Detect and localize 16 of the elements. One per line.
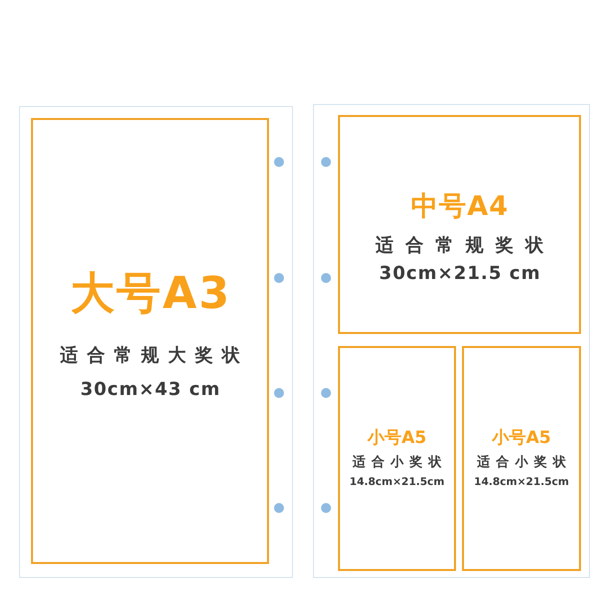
size-heading: 小号A5 [368,428,426,448]
usage-note: 适合常规大奖状 [59,345,249,367]
size-frame [338,346,456,571]
dimension-text: 30cm×43 cm [79,379,221,401]
size-frame [31,118,269,564]
size-frame [462,346,581,571]
dimension-text: 14.8cm×21.5cm [350,476,444,489]
size-heading: 小号A5 [492,428,551,448]
size-frame [338,115,581,334]
usage-note: 适合常规奖状 [374,235,556,257]
size-heading: 大号A3 [70,268,232,321]
usage-note: 适合小奖状 [476,455,572,471]
usage-note: 适合小奖状 [352,455,448,471]
dimension-text: 30cm×21.5 cm [378,263,541,285]
dimension-text: 14.8cm×21.5cm [474,476,569,489]
size-heading: 中号A4 [410,191,509,224]
